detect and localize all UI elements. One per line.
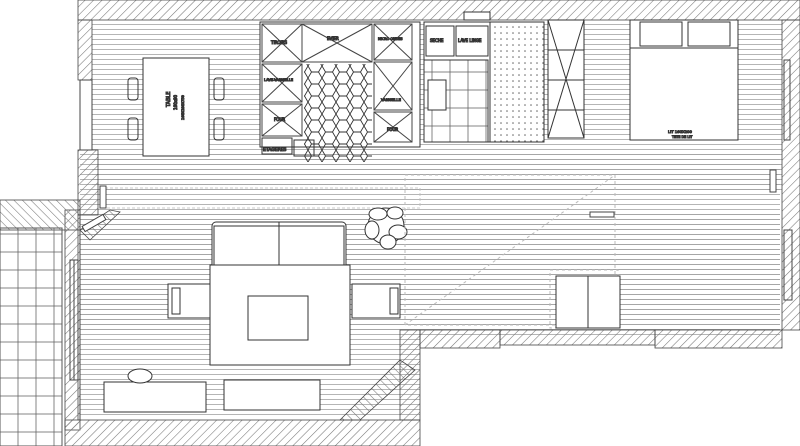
bed: LIT 160X200 TETE DE LIT bbox=[629, 19, 739, 141]
dining-chairs bbox=[127, 77, 225, 141]
hex-tile-floor bbox=[304, 64, 372, 162]
label-micro-ondes: MICRO ONDES bbox=[378, 37, 403, 41]
desk bbox=[103, 368, 321, 413]
table-sub-label: 160x90 bbox=[173, 94, 178, 110]
bathroom: SECHE LAVE LINGE bbox=[423, 11, 545, 143]
label-vaisselle: VAISSELLE bbox=[381, 97, 402, 102]
label-evier: EVIER bbox=[327, 36, 339, 41]
radiators bbox=[81, 169, 777, 233]
rug-coffee-table bbox=[209, 264, 351, 366]
label-bed-sub: TETE DE LIT bbox=[671, 135, 693, 139]
table-sub-label-2: 160X180X750 bbox=[181, 95, 185, 120]
label-four: FOUR bbox=[274, 117, 285, 122]
kitchen: TIROIRS LAVE-VAISSELLE FOUR EVIER MICRO … bbox=[259, 21, 421, 162]
label-lave-linge: LAVE LINGE bbox=[458, 38, 482, 43]
shelves bbox=[261, 137, 293, 155]
dining-table: TABLE 160x90 160X180X750 bbox=[127, 57, 225, 157]
label-etageres: ETAGERES bbox=[263, 147, 287, 153]
small-cabinet bbox=[293, 139, 315, 157]
wardrobe bbox=[547, 19, 585, 139]
label-tiroirs: TIROIRS bbox=[270, 40, 288, 45]
cupboard bbox=[555, 275, 621, 329]
kitchen-cabinets bbox=[261, 23, 413, 143]
armchairs bbox=[167, 283, 401, 319]
balcony-grid bbox=[0, 227, 63, 446]
label-four-2: FOUR bbox=[387, 127, 398, 132]
plant bbox=[364, 206, 408, 250]
left-window bbox=[69, 79, 93, 381]
label-seche: SECHE bbox=[430, 38, 444, 43]
right-window bbox=[783, 59, 793, 301]
table-label: TABLE bbox=[166, 92, 172, 108]
label-bed: LIT 160X200 bbox=[668, 129, 692, 134]
label-lave-vaisselle: LAVE-VAISSELLE bbox=[264, 78, 294, 82]
